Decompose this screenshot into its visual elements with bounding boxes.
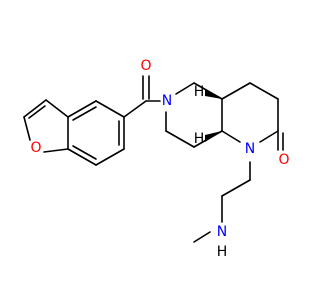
- bond: [95, 100, 125, 118]
- bond: [123, 100, 147, 118]
- atom-labels: O O N N O N H H H: [30, 58, 289, 260]
- bond: [23, 99, 47, 118]
- atom-n-piperidine: N: [162, 93, 172, 109]
- bond: [259, 130, 279, 143]
- bond-double-inner: [72, 145, 97, 160]
- atom-h-amine: H: [217, 244, 228, 260]
- atom-n-lactam: N: [245, 141, 255, 157]
- stereo-bonds: [205, 89, 222, 142]
- benzofuran-group: [23, 99, 125, 166]
- stereo-wedge-upper: [205, 89, 222, 99]
- bond: [221, 82, 251, 100]
- bond: [221, 179, 251, 197]
- structure-canvas: O O N N O N H H H: [23, 58, 290, 260]
- bond: [67, 100, 97, 118]
- bond-double-inner: [72, 106, 97, 121]
- bond: [175, 82, 195, 95]
- bond: [193, 231, 211, 243]
- ethylamine-chain: [193, 161, 251, 243]
- amide-carbonyl-group: [123, 75, 161, 118]
- bond: [165, 130, 195, 148]
- stereo-wedge-lower: [205, 131, 222, 142]
- atom-o-carbonyl: O: [140, 58, 151, 74]
- bond: [45, 99, 69, 118]
- bond: [67, 148, 97, 166]
- atom-h-stereo-lower: H: [194, 131, 205, 147]
- bond: [95, 148, 125, 166]
- bond: [43, 148, 69, 153]
- bond: [249, 82, 279, 100]
- bond: [23, 116, 31, 141]
- molecule-diagram: O O N N O N H H H: [23, 58, 290, 260]
- bond-double-inner: [28, 105, 46, 119]
- bond: [221, 130, 241, 143]
- atom-n-amine: N: [217, 224, 227, 240]
- lactam-ring: [221, 82, 284, 151]
- atom-o-furan: O: [30, 140, 41, 156]
- atom-o-lactam: O: [278, 152, 289, 168]
- atom-h-stereo-upper: H: [194, 84, 205, 100]
